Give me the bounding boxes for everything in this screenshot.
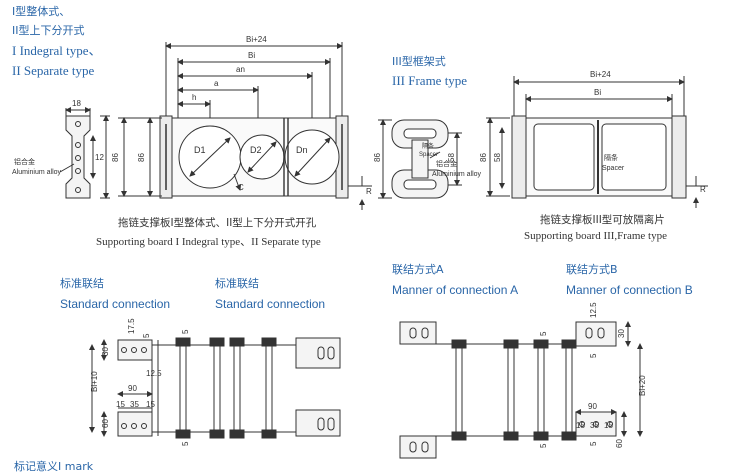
heading-standard-connection-2-en: Standard connection [215, 297, 326, 311]
heading-connection-b-cn: 联结方式B [566, 263, 618, 276]
label-c: C [238, 183, 244, 192]
heading-type3-en: III Frame type [392, 73, 468, 88]
label-35-conn-b: 35 [590, 421, 599, 430]
label-17-5: 17.5 [127, 318, 136, 334]
connection-b-drawing [548, 321, 643, 441]
heading-connection-a-en: Manner of connection A [392, 283, 519, 297]
label-bi20: Bi+20 [638, 375, 647, 396]
label-5-conn-a-top: 5 [539, 331, 548, 336]
label-5-conn-b-top: 5 [589, 353, 598, 358]
board-type1-drawing [118, 42, 372, 210]
label-bi24-board1: Bi+24 [246, 35, 267, 44]
label-d2: D2 [250, 145, 262, 155]
label-86-side: 86 [111, 153, 120, 162]
label-spacer-cn-2: 隔条 [604, 153, 618, 162]
label-an: an [236, 65, 245, 74]
label-15-conn-b-a: 15 [576, 421, 585, 430]
label-a: a [214, 79, 219, 88]
standard-connection-1-drawing [89, 337, 225, 439]
label-h: h [192, 93, 196, 102]
label-30-std1: 30 [101, 347, 110, 356]
label-86-frame: 86 [373, 153, 382, 162]
label-5-std2-top: 5 [181, 329, 190, 334]
heading-connection-b-en: Manner of connection B [566, 283, 693, 297]
label-alu-en-2: Aluminium alloy [432, 171, 482, 178]
label-r-board3: R [700, 185, 706, 194]
label-alu-en-1: Aluminium alloy [12, 169, 62, 176]
label-30-conn-b: 30 [617, 329, 626, 338]
heading-type3-cn: III型框架式 [392, 55, 446, 68]
label-d1: D1 [194, 145, 206, 155]
caption-board-3-en: Supporting board III,Frame type [524, 230, 667, 242]
label-bi24-board3: Bi+24 [590, 70, 611, 79]
heading-standard-connection-1-cn: 标准联结 [60, 277, 104, 290]
label-90-conn-b: 90 [588, 402, 597, 411]
label-58-frame: 58 [447, 153, 456, 162]
label-58-board3: 58 [493, 153, 502, 162]
connection-a-drawing [399, 321, 549, 459]
label-5-std2-bottom: 5 [181, 441, 190, 446]
label-15-std1-b: 15 [146, 400, 155, 409]
heading-standard-connection-2-cn: 标准联结 [215, 277, 259, 290]
caption-board-1-cn: 拖链支撑板I型整体式、II型上下分开式开孔 [118, 217, 317, 229]
heading-type2-en: II Separate type [12, 63, 95, 78]
caption-board-3-cn: 拖链支撑板III型可放隔离片 [540, 214, 665, 226]
label-12-5-conn-b: 12.5 [589, 302, 598, 318]
label-60-conn-b: 60 [615, 439, 624, 448]
label-alu-cn-2: 铝合金 [436, 159, 457, 168]
label-alu-cn-1: 铝合金 [14, 157, 35, 166]
label-15-std1-a: 15 [116, 400, 125, 409]
standard-connection-2-drawing [229, 337, 341, 439]
label-5-conn-a-bottom: 5 [539, 443, 548, 448]
side-profile-drawing [59, 107, 110, 199]
label-18: 18 [72, 99, 81, 108]
heading-type2-cn: II型上下分开式 [12, 24, 85, 37]
heading-type1-cn: I型整体式、 [12, 5, 71, 18]
label-15-conn-b-b: 15 [604, 421, 613, 430]
caption-board-1-en: Supporting board I Indegral type、II Sepa… [96, 236, 321, 248]
label-12: 12 [95, 153, 104, 162]
label-5-std1: 5 [142, 333, 151, 338]
label-dn: Dn [296, 145, 308, 155]
label-bi10: Bi+10 [90, 371, 99, 392]
label-60-std1: 60 [101, 419, 110, 428]
label-5-conn-b-bottom: 5 [589, 441, 598, 446]
label-35-std1: 35 [130, 400, 139, 409]
board-type3-drawing [486, 76, 708, 208]
label-12-5-std1: 12.5 [146, 369, 162, 378]
label-spacer-en-1: Spacer [419, 152, 438, 158]
heading-standard-connection-1-en: Standard connection [60, 297, 171, 311]
label-r-board1: R [366, 187, 372, 196]
heading-type1-en: I Indegral type、 [12, 43, 102, 58]
label-spacer-en-2: Spacer [602, 165, 625, 172]
label-spacer-cn-1: 隔条 [422, 142, 434, 150]
heading-connection-a-cn: 联结方式A [392, 263, 444, 276]
frame-profile-drawing [378, 119, 462, 199]
label-86-board3: 86 [479, 153, 488, 162]
label-bi-board3: Bi [594, 88, 601, 97]
label-86-board1: 86 [137, 153, 146, 162]
label-90-std1: 90 [128, 384, 137, 393]
label-bi-board1: Bi [248, 51, 255, 60]
